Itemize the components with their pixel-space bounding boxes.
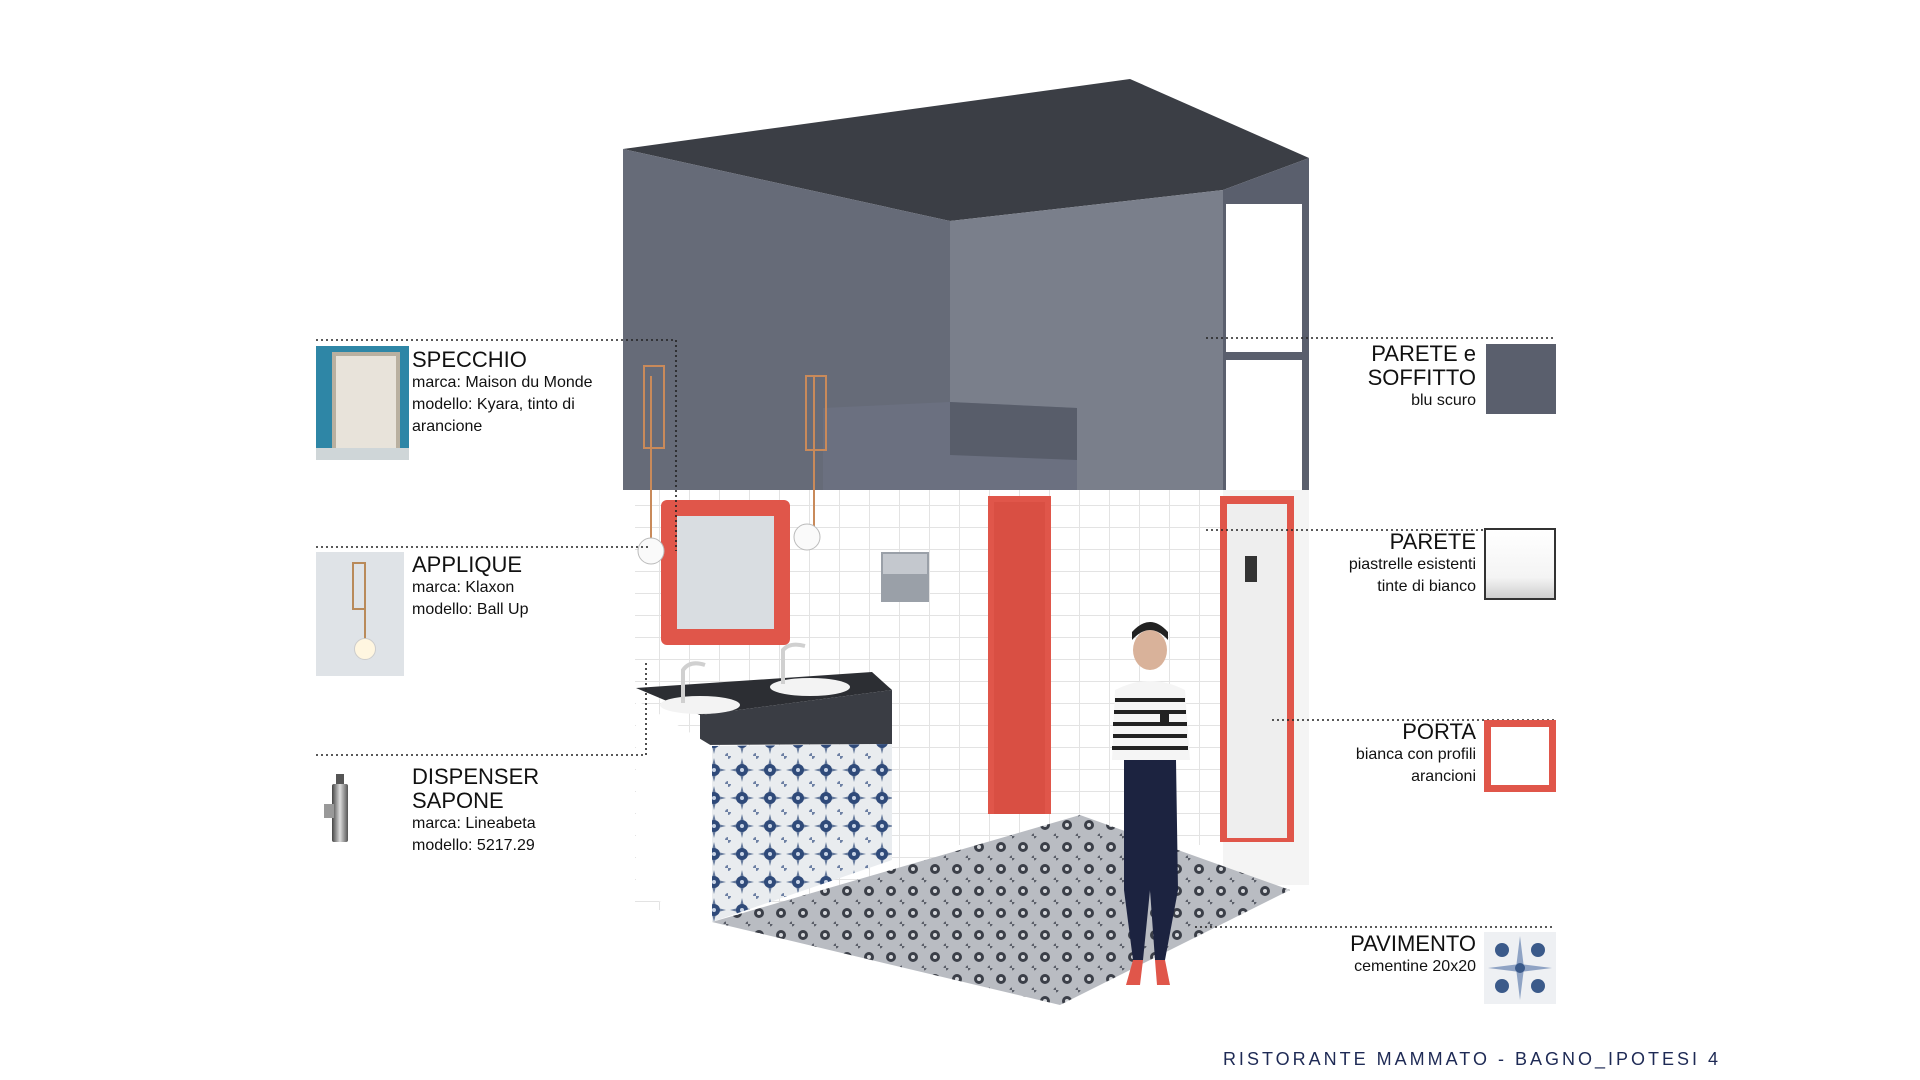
callout-title: PARETE <box>1389 529 1476 554</box>
callout-line: modello: Ball Up <box>412 601 529 618</box>
callout-line: blu scuro <box>1411 392 1476 409</box>
callout-parete: PARETE piastrelle esistenti tinte di bia… <box>1280 530 1476 598</box>
wall-lamp-thumbnail <box>316 552 404 676</box>
callout-title: SPECCHIO <box>412 347 527 372</box>
footer-title: RISTORANTE MAMMATO - BAGNO_IPOTESI 4 <box>1222 1049 1721 1069</box>
swatch-floor-tiles <box>1484 932 1556 1004</box>
mirror-thumbnail <box>316 346 409 460</box>
person-figure <box>1112 622 1190 985</box>
callout-title: PARETE e <box>1371 341 1476 366</box>
callout-lines-left <box>316 339 677 756</box>
callout-line: bianca con profili <box>1355 746 1476 763</box>
callout-line: modello: 5217.29 <box>412 837 535 854</box>
vanity-tiles <box>712 744 892 922</box>
callout-line: tinte di bianco <box>1377 578 1476 595</box>
callout-title: PORTA <box>1402 719 1476 744</box>
callout-line: marca: Maison du Monde <box>412 374 593 391</box>
callout-line: marca: Klaxon <box>412 579 515 596</box>
ceiling <box>623 79 1309 221</box>
callout-title-2: SOFFITTO <box>1367 365 1476 390</box>
callout-parete-soffitto: PARETE e SOFFITTO blu scuro <box>1300 342 1476 412</box>
callout-title: PAVIMENTO <box>1350 931 1476 956</box>
swatch-orange-frame <box>1484 720 1556 792</box>
callout-line: piastrelle esistenti <box>1348 556 1476 573</box>
callout-line: arancioni <box>1411 768 1476 785</box>
left-wall-upper <box>623 149 950 490</box>
callout-line: cementine 20x20 <box>1354 958 1476 975</box>
callout-dispenser: DISPENSER SAPONE marca: Lineabeta modell… <box>412 765 632 857</box>
callout-pavimento: PAVIMENTO cementine 20x20 <box>1290 932 1476 978</box>
callout-title: APPLIQUE <box>412 552 523 577</box>
callout-porta: PORTA bianca con profili arancioni <box>1290 720 1476 788</box>
soap-dispenser-thumbnail <box>322 770 362 846</box>
swatch-white-tiles <box>1484 528 1556 600</box>
callout-line: modello: Kyara, tinto di <box>412 396 575 413</box>
callout-specchio: SPECCHIO marca: Maison du Monde modello:… <box>412 348 632 438</box>
swatch-dark-blue <box>1486 344 1556 414</box>
callout-line: arancione <box>412 418 483 435</box>
callout-title: DISPENSER <box>412 764 540 789</box>
callout-title-2: SAPONE <box>412 788 504 813</box>
callout-line: marca: Lineabeta <box>412 815 536 832</box>
callout-applique: APPLIQUE marca: Klaxon modello: Ball Up <box>412 553 632 621</box>
